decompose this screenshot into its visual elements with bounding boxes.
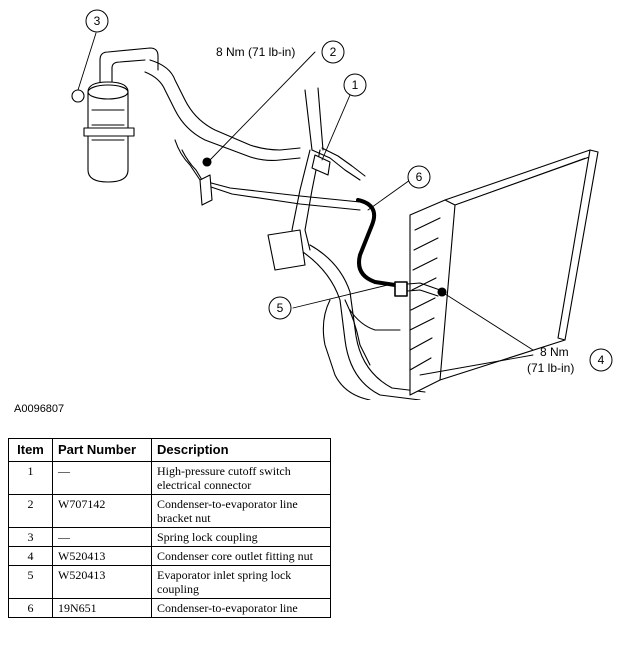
cell-part: W520413 <box>52 546 152 566</box>
svg-text:4: 4 <box>598 353 605 367</box>
cell-desc: Spring lock coupling <box>151 527 331 547</box>
exploded-view-diagram: 1 2 8 Nm (71 lb-in) 3 4 8 Nm (71 lb-in) … <box>71 9 613 400</box>
table-row: 2 W707142 Condenser-to-evaporator line b… <box>8 494 331 528</box>
cell-item: 2 <box>8 494 53 528</box>
table-row: 1 — High-pressure cutoff switch electric… <box>8 461 331 495</box>
cell-part: — <box>52 461 152 495</box>
svg-text:1: 1 <box>352 78 359 92</box>
torque-spec-4-line2: (71 lb-in) <box>527 361 574 375</box>
cell-part: 19N651 <box>52 598 152 618</box>
callout-4: 4 8 Nm (71 lb-in) <box>527 345 613 375</box>
cell-desc: Condenser core outlet fitting nut <box>151 546 331 566</box>
torque-spec-2: 8 Nm (71 lb-in) <box>216 45 295 59</box>
callout-6: 6 <box>407 165 431 189</box>
cell-part: W707142 <box>52 494 152 528</box>
figure-id: A0096807 <box>14 403 65 415</box>
svg-text:5: 5 <box>277 301 284 315</box>
cell-desc: Condenser-to-evaporator line bracket nut <box>151 494 331 528</box>
callout-3: 3 <box>85 9 109 33</box>
callout-2: 2 8 Nm (71 lb-in) <box>216 40 345 64</box>
callout-5: 5 <box>268 296 292 320</box>
table-row: 4 W520413 Condenser core outlet fitting … <box>8 546 331 566</box>
svg-text:6: 6 <box>416 170 423 184</box>
tubing-drawing <box>144 59 426 400</box>
cell-part: W520413 <box>52 565 152 599</box>
cell-desc: Evaporator inlet spring lock coupling <box>151 565 331 599</box>
table-row: 3 — Spring lock coupling <box>8 527 331 547</box>
cell-item: 3 <box>8 527 53 547</box>
table-row: 5 W520413 Evaporator inlet spring lock c… <box>8 565 331 599</box>
cell-item: 5 <box>8 565 53 599</box>
torque-spec-4-line1: 8 Nm <box>540 345 569 359</box>
svg-text:2: 2 <box>330 45 337 59</box>
cell-desc: Condenser-to-evaporator line <box>151 598 331 618</box>
callout-1: 1 <box>343 73 367 97</box>
cell-desc: High-pressure cutoff switch electrical c… <box>151 461 331 495</box>
cell-part: — <box>52 527 152 547</box>
table-header-row: Item Part Number Description <box>8 438 331 462</box>
header-part-number: Part Number <box>52 438 152 462</box>
parts-table: Item Part Number Description 1 — High-pr… <box>8 438 331 618</box>
condenser-drawing <box>394 149 599 396</box>
cell-item: 1 <box>8 461 53 495</box>
leader-lines <box>77 32 534 376</box>
header-item: Item <box>8 438 53 462</box>
svg-text:3: 3 <box>94 14 101 28</box>
cell-item: 6 <box>8 598 53 618</box>
header-description: Description <box>151 438 331 462</box>
cell-item: 4 <box>8 546 53 566</box>
table-row: 6 19N651 Condenser-to-evaporator line <box>8 598 331 618</box>
